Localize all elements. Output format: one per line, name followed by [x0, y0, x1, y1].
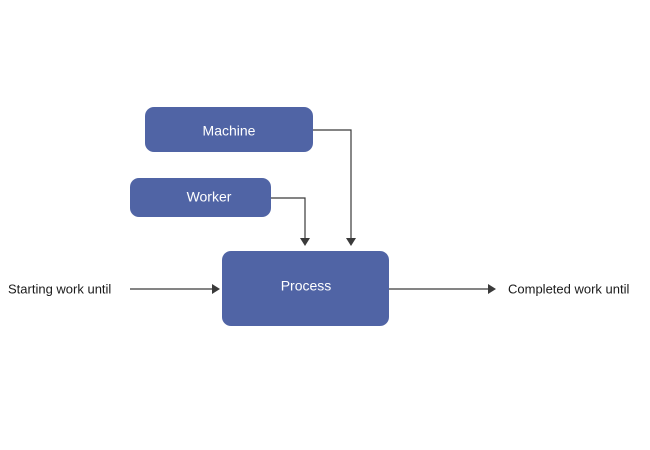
arrowhead [346, 238, 356, 246]
arrowhead [488, 284, 496, 294]
worker-node: Worker [130, 178, 271, 217]
process-box [222, 251, 389, 326]
process-label: Process [281, 278, 332, 294]
process-node: Process [222, 251, 389, 326]
arrowhead [212, 284, 220, 294]
input-label: Starting work until [8, 281, 111, 296]
output-label: Completed work until [508, 281, 629, 296]
machine-label: Machine [203, 123, 256, 139]
machine-node: Machine [145, 107, 313, 152]
worker-label: Worker [187, 189, 232, 205]
arrowhead [300, 238, 310, 246]
input-arrow [130, 284, 220, 294]
worker-box [130, 178, 271, 217]
machine-box [145, 107, 313, 152]
output-arrow [389, 284, 496, 294]
machine-to-process-arrow [313, 129, 356, 246]
worker-to-process-arrow [271, 197, 310, 246]
